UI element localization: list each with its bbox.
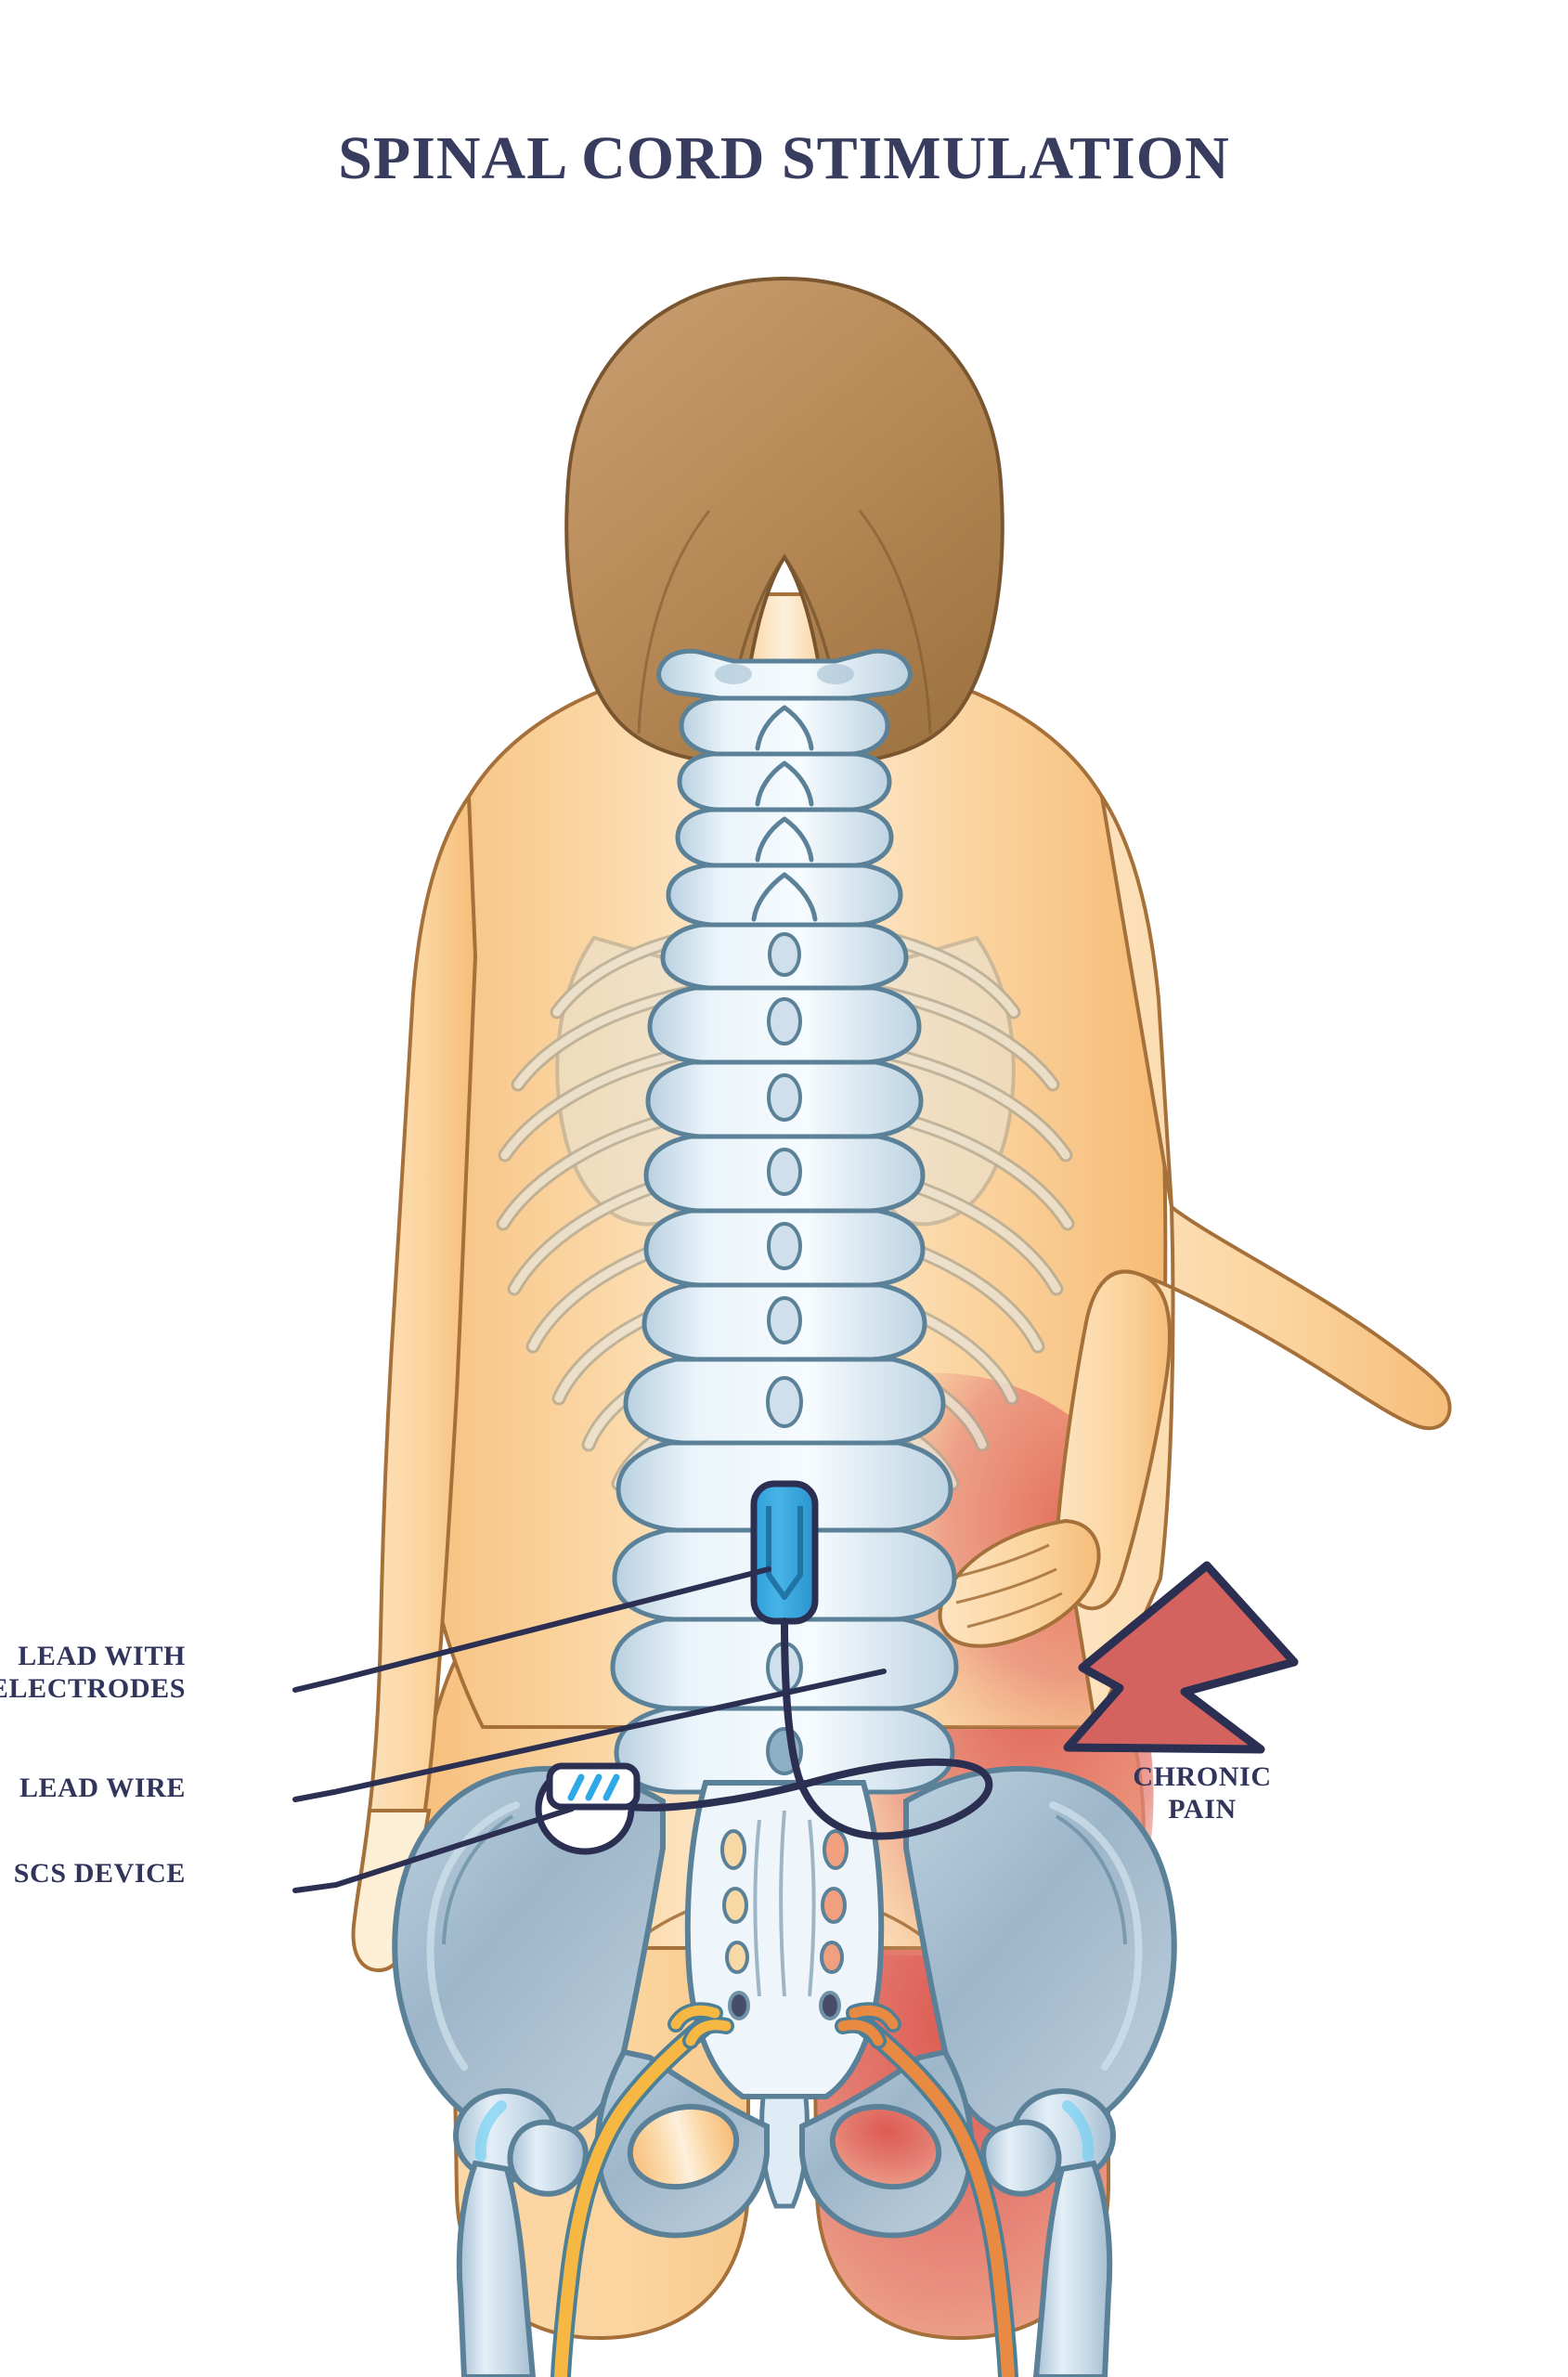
femur-right	[1032, 2160, 1113, 2377]
sciatic-nerves	[551, 2002, 1018, 2377]
label-scs-device: SCS DEVICE	[13, 1858, 186, 1889]
label-lead-with-electrodes-line2: ELECTRODES	[0, 1673, 186, 1705]
obturator-foramen-right	[829, 2103, 942, 2190]
chronic-pain-bolt	[1063, 1561, 1299, 1754]
sacral-ridges	[753, 1810, 816, 1997]
lead-with-electrodes	[750, 1480, 819, 1625]
leader-line-lead-wire	[292, 1669, 887, 1802]
leader-lines	[292, 1566, 887, 1893]
spine	[610, 648, 959, 1795]
ilium-left	[392, 1765, 666, 2141]
cervical-vertebrae	[660, 695, 909, 991]
scs-implant-system	[535, 1480, 993, 1855]
femur-left	[456, 2160, 537, 2377]
hair-strand-right	[858, 510, 932, 734]
lead-wire	[628, 1617, 993, 1840]
leader-line-lead-electrodes	[292, 1566, 771, 1693]
label-chronic-pain-line2: PAIN	[1168, 1794, 1237, 1825]
greater-trochanter-left	[507, 2119, 589, 2197]
nerve-left	[551, 2002, 734, 2377]
hair-strand-left	[637, 510, 711, 734]
vertebra-c1	[656, 648, 913, 703]
sacral-foramina	[720, 1829, 849, 2020]
page-title: SPINAL CORD STIMULATION	[338, 124, 1230, 192]
label-chronic-pain-line1: CHRONIC	[1133, 1761, 1272, 1792]
lead-electrode-contacts	[766, 1506, 803, 1600]
leader-line-scs-device	[292, 1806, 575, 1893]
greater-trochanter-right	[980, 2119, 1062, 2197]
ilium-right	[903, 1765, 1177, 2141]
nerve-right	[835, 2002, 1018, 2377]
hand-finger-lines	[948, 1543, 1063, 1629]
label-lead-wire: LEAD WIRE	[19, 1773, 186, 1803]
obturator-foramen-left	[627, 2103, 740, 2190]
scs-device	[535, 1762, 641, 1855]
thoracic-lumbar-vertebrae	[610, 985, 959, 1795]
ilium-left-highlight	[426, 1801, 520, 2071]
ilium-right-highlight	[1049, 1801, 1143, 2071]
scs-device-indicator-stripes	[567, 1773, 620, 1801]
label-lead-with-electrodes-line1: LEAD WITH	[18, 1641, 186, 1671]
ilium-left-crest-line	[442, 1814, 514, 1945]
ilium-right-crest-line	[1055, 1814, 1127, 1945]
label-lead-with-electrodes: LEAD WITH ELECTRODES	[0, 1640, 186, 1706]
label-chronic-pain: CHRONIC PAIN	[1100, 1760, 1304, 1826]
pelvis-group	[392, 1765, 1177, 2377]
